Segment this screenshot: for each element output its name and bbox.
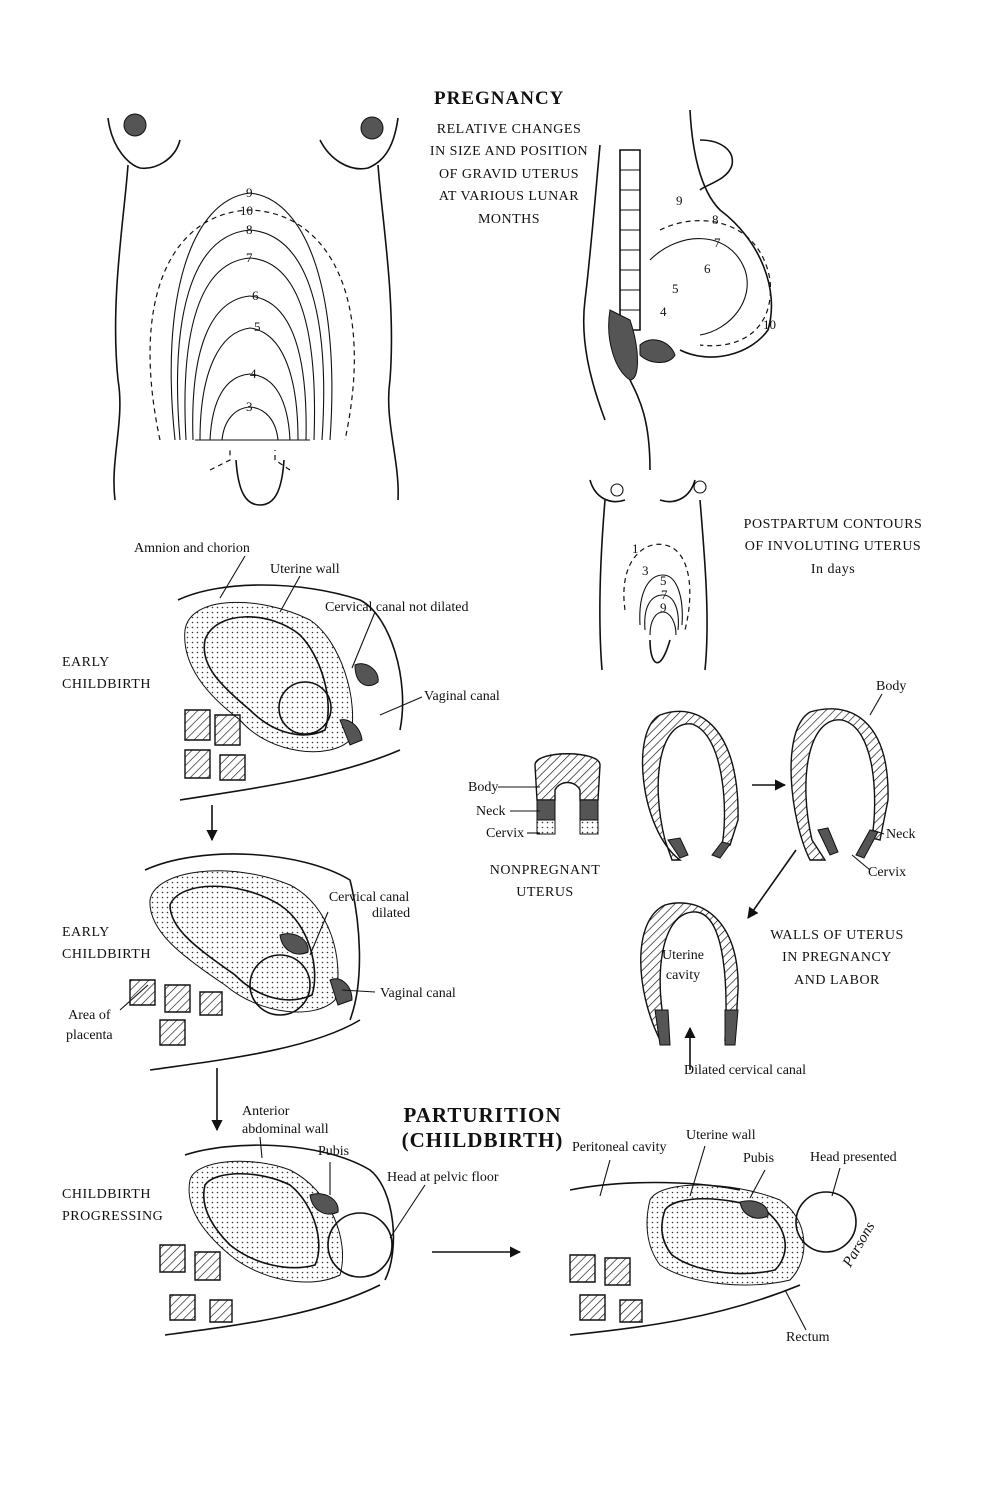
month-9: 9 [246, 185, 253, 200]
pregnancy-subtitle: RELATIVE CHANGES IN SIZE AND POSITION OF… [429, 122, 589, 227]
postpartum-figure-drawing [589, 479, 708, 671]
side-month-10: 10 [763, 317, 776, 332]
side-month-8: 8 [712, 212, 719, 227]
side-month-7: 7 [714, 235, 721, 250]
day-9: 9 [660, 600, 667, 615]
label-np-body: Body [468, 780, 499, 795]
label-uterine-wall-2: Uterine wall [686, 1128, 756, 1143]
parturition-drawing [569, 1181, 857, 1336]
childbirth-progressing-drawing [159, 1144, 395, 1336]
day-1: 1 [632, 541, 639, 556]
label-pubis-2: Pubis [743, 1151, 775, 1166]
label-dilated-cervical-canal: Dilated cervical canal [684, 1063, 807, 1078]
label-np-cervix: Cervix [486, 826, 525, 841]
side-month-5: 5 [672, 281, 679, 296]
day-5: 5 [660, 573, 667, 588]
label-peritoneal-cavity: Peritoneal cavity [572, 1140, 667, 1155]
stage-early-childbirth-2: EARLY CHILDBIRTH [62, 925, 151, 963]
label-np-neck: Neck [476, 804, 506, 819]
pregnant-uterus-1-drawing [641, 710, 739, 861]
day-3: 3 [642, 563, 649, 578]
label-rectum: Rectum [786, 1330, 830, 1345]
stage-early-childbirth-1: EARLY CHILDBIRTH [62, 655, 151, 693]
leader-lines [119, 555, 885, 1331]
parturition-title: PARTURITION (CHILDBIRTH) [401, 1103, 564, 1153]
label-uterine-cavity: Uterine cavity [662, 948, 704, 984]
side-month-6: 6 [704, 261, 711, 276]
label-pubis-1: Pubis [318, 1144, 350, 1159]
label-head-presented: Head presented [810, 1150, 897, 1165]
month-6: 6 [252, 288, 259, 303]
label-anterior-abdominal-wall: Anterior abdominal wall [242, 1104, 329, 1138]
side-month-labels: 9 8 7 6 5 4 10 [660, 193, 776, 332]
label-cervical-dilated: Cervical canal dilated [328, 890, 411, 922]
label-neck: Neck [886, 827, 916, 842]
label-uterine-wall-1: Uterine wall [270, 562, 340, 577]
nonpregnant-uterus-caption: NONPREGNANT UTERUS [489, 863, 601, 901]
label-head-at-pelvic-floor: Head at pelvic floor [387, 1170, 499, 1185]
nonpregnant-uterus-drawing [534, 753, 601, 835]
label-vaginal-canal-2: Vaginal canal [380, 986, 456, 1001]
month-10: 10 [240, 203, 253, 218]
month-7: 7 [246, 250, 253, 265]
pregnant-uterus-2-drawing [790, 708, 889, 861]
side-section-drawing [582, 109, 773, 471]
pregnancy-title: PREGNANCY [434, 88, 565, 109]
front-torso-drawing [107, 113, 399, 506]
month-5: 5 [254, 319, 261, 334]
label-body: Body [876, 679, 907, 694]
early-childbirth-1-drawing [177, 584, 404, 801]
walls-caption: WALLS OF UTERUS IN PREGNANCY AND LABOR [770, 928, 904, 988]
postpartum-day-labels: 1 3 5 7 9 [632, 541, 668, 615]
labor-uterus-drawing [640, 902, 739, 1046]
side-month-4: 4 [660, 304, 667, 319]
stage-childbirth-progressing: CHILDBIRTH PROGRESSING [62, 1187, 164, 1225]
label-vaginal-canal-1: Vaginal canal [424, 689, 500, 704]
label-cervix: Cervix [868, 865, 907, 880]
postpartum-caption: POSTPARTUM CONTOURS OF INVOLUTING UTERUS… [743, 517, 923, 577]
label-area-of-placenta: Area of placenta [66, 1008, 113, 1044]
label-cervical-not-dilated: Cervical canal not dilated [325, 600, 469, 615]
side-month-9: 9 [676, 193, 683, 208]
month-4: 4 [250, 366, 257, 381]
label-amnion-chorion: Amnion and chorion [134, 541, 250, 556]
early-childbirth-2-drawing [129, 853, 361, 1071]
day-7: 7 [661, 587, 668, 602]
front-month-labels: 9 10 8 7 6 5 4 3 [240, 185, 261, 414]
month-3: 3 [246, 399, 253, 414]
month-8: 8 [246, 222, 253, 237]
